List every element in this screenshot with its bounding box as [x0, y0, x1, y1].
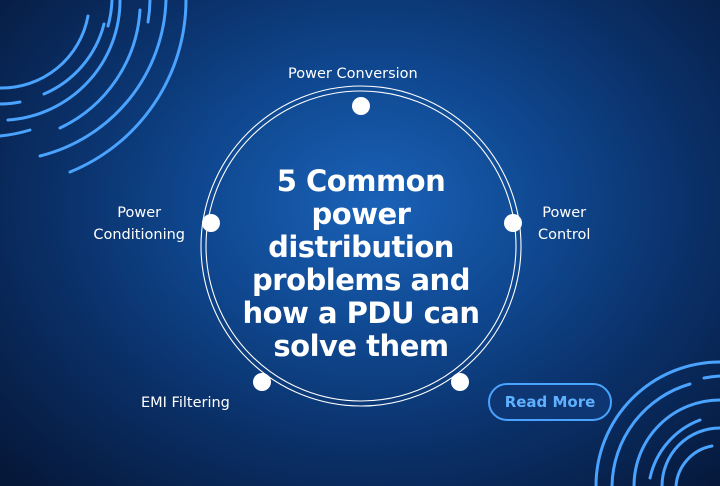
headline-line: 5 Common [276, 164, 446, 198]
headline-line: power [311, 197, 411, 231]
node-power-control [504, 214, 522, 232]
label-line: Power [117, 205, 162, 221]
node-power-conversion [352, 97, 370, 115]
label-line: Control [538, 227, 591, 243]
bottom-right-arc-lines [594, 360, 720, 486]
headline-line: problems and [252, 263, 470, 297]
headline: 5 Common power distribution problems and… [230, 165, 492, 363]
node-emi-filtering [253, 373, 271, 391]
node-bottom-right [451, 373, 469, 391]
label-line: Power [542, 205, 587, 221]
headline-line: how a PDU can [242, 296, 481, 330]
headline-line: solve them [273, 329, 449, 363]
label-power-conversion: Power Conversion [288, 66, 418, 82]
central-ring [200, 85, 522, 407]
label-line: Conditioning [93, 227, 185, 243]
read-more-button[interactable]: Read More [488, 383, 612, 421]
headline-line: distribution [268, 230, 454, 264]
ring-nodes [202, 97, 522, 391]
label-power-control: Power Control [538, 202, 590, 246]
node-power-conditioning [202, 214, 220, 232]
top-left-arc-lines [0, 0, 188, 174]
label-emi-filtering: EMI Filtering [141, 395, 230, 411]
label-power-conditioning: Power Conditioning [93, 202, 185, 246]
